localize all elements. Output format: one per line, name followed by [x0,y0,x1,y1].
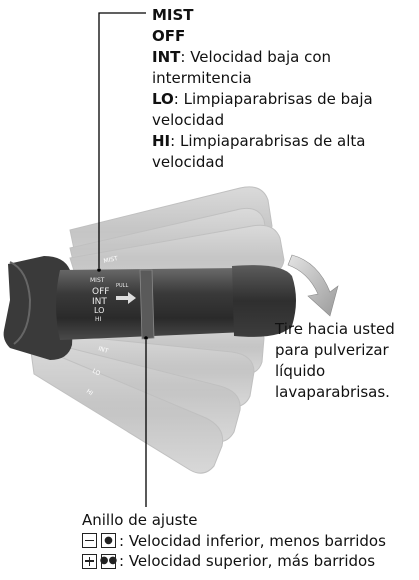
int-key: INT [152,48,181,66]
mist-label: MIST [152,6,194,24]
svg-text:MIST: MIST [103,255,119,265]
adjustment-ring [139,269,155,340]
stalk-position-labels: MIST OFF INT LO HI PULL [90,277,128,323]
ring-title: Anillo de ajuste [82,511,198,529]
stalk-base [3,256,75,360]
svg-text:PULL: PULL [116,283,128,289]
svg-text:HI: HI [85,388,94,397]
arrow-icon [287,254,339,317]
hi-key: HI [152,132,171,150]
ring-callout: Anillo de ajuste ● : Velocidad inferior,… [82,510,417,572]
svg-text:INT: INT [97,345,109,355]
hi-description: : Limpiaparabrisas de alta velocidad [152,132,366,171]
svg-text:MIST: MIST [90,277,105,284]
int-description: : Velocidad baja con intermitencia [152,48,332,87]
lo-description: : Limpiaparabrisas de baja velocidad [152,90,373,129]
lo-key: LO [152,90,174,108]
ring-plus-row: ●● : Velocidad superior, más barridos [82,551,417,572]
drops-icon: ●● [100,553,117,569]
svg-text:LO: LO [91,368,101,378]
wiper-mode-callout: MIST OFF INT: Velocidad baja con intermi… [152,5,412,173]
plus-description: : Velocidad superior, más barridos [119,552,376,570]
minus-description: : Velocidad inferior, menos barridos [119,531,386,550]
washer-callout: Tire hacia usted para pulverizar líquido… [275,320,395,401]
svg-text:INT: INT [92,297,107,307]
callout-leader-lines [98,12,147,507]
ghost-stalk-lower [29,319,265,474]
svg-text:HI: HI [95,316,102,323]
minus-icon [82,533,97,549]
plus-icon [82,553,97,569]
off-label: OFF [152,27,186,45]
svg-text:OFF: OFF [92,287,109,297]
stalk-end-cap [232,265,296,337]
drop-icon: ● [101,533,116,549]
svg-text:LO: LO [94,306,104,315]
ring-minus-row: ● : Velocidad inferior, menos barridos [82,531,417,552]
